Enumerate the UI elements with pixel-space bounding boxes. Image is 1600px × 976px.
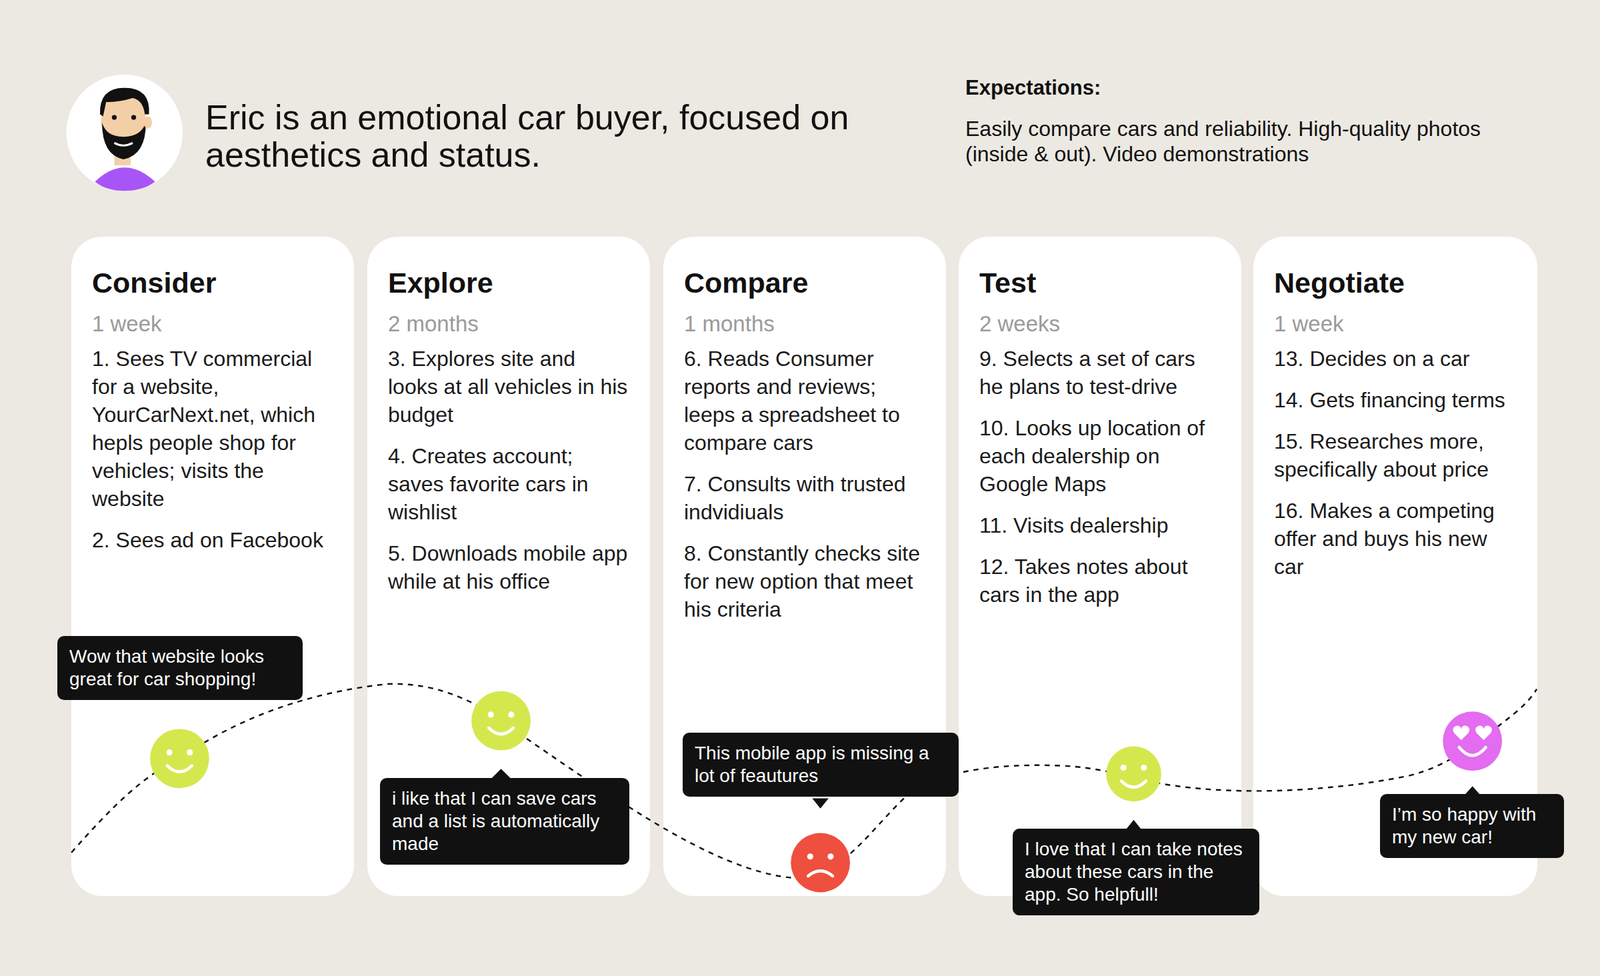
step-text: 13. Decides on a car [1274, 344, 1518, 373]
expectation-text: Easily compare cars and reliability. Hig… [965, 116, 1499, 167]
step-text: 10. Looks up location of each dealership… [979, 414, 1222, 498]
bubble-text: This mobile app is missing a lot of feau… [694, 742, 947, 788]
step-text: 1. Sees TV commercial for a website, You… [92, 344, 334, 513]
bubble-text: I love that I can take notes about these… [1024, 838, 1248, 906]
stage-duration: 2 months [388, 310, 630, 339]
happy-face [150, 728, 210, 788]
step-text: 11. Visits dealership [979, 511, 1222, 540]
bubble-text: Wow that website looks great for car sho… [69, 645, 291, 691]
happy-face [471, 691, 531, 751]
step-text: 8. Constantly checks site for new option… [684, 539, 926, 624]
page-title: Eric is an emotional car buyer, focused … [205, 98, 872, 174]
step-text: 7. Consults with trusted indvidiuals [684, 470, 926, 526]
stage-heading: Test [979, 266, 1222, 301]
step-text: 15. Researches more, specifically about … [1274, 427, 1518, 484]
bubble-text: i like that I can save cars and a list i… [392, 787, 618, 856]
happy-face [1106, 746, 1162, 802]
step-text: 2. Sees ad on Facebook [92, 526, 334, 554]
step-text: 5. Downloads mobile app while at his off… [388, 539, 630, 596]
speech-bubble: This mobile app is missing a lot of feau… [682, 732, 959, 797]
stage-column: Compare 1 months 6. Reads Consumer reports… [663, 236, 946, 896]
speech-bubble: I’m so happy with my new car! [1380, 794, 1564, 858]
section-heading: Expectations: [965, 76, 1101, 100]
speech-bubble: i like that I can save cars and a list i… [380, 778, 630, 865]
stage-duration: 1 week [1274, 310, 1518, 339]
step-text: 9. Selects a set of cars he plans to tes… [979, 344, 1222, 401]
avatar [66, 74, 182, 192]
speech-bubble: I love that I can take notes about these… [1012, 828, 1260, 916]
bubble-text: I’m so happy with my new car! [1392, 803, 1552, 849]
love-face [1442, 711, 1502, 771]
step-text: 4. Creates account; saves favorite cars … [388, 442, 630, 526]
stage-duration: 1 week [92, 310, 334, 339]
step-text: 6. Reads Consumer reports and reviews; l… [684, 344, 926, 457]
step-text: 16. Makes a competing offer and buys his… [1274, 496, 1518, 581]
stage-duration: 1 months [684, 310, 926, 339]
step-text: 14. Gets financing terms [1274, 386, 1518, 414]
stage-heading: Consider [92, 266, 334, 301]
speech-bubble: Wow that website looks great for car sho… [57, 636, 303, 700]
stage-heading: Compare [684, 266, 926, 301]
step-text: 3. Explores site and looks at all vehicl… [388, 344, 630, 429]
stage-heading: Explore [388, 266, 630, 301]
sad-face [790, 833, 850, 893]
stage-column: Consider 1 week 1. Sees TV commercial for … [71, 236, 354, 896]
step-text: 12. Takes notes about cars in the app [979, 552, 1222, 609]
stage-column: Test 2 weeks 9. Selects a set of cars he p… [958, 236, 1242, 896]
stage-duration: 2 weeks [979, 310, 1222, 339]
stage-heading: Negotiate [1274, 266, 1518, 301]
